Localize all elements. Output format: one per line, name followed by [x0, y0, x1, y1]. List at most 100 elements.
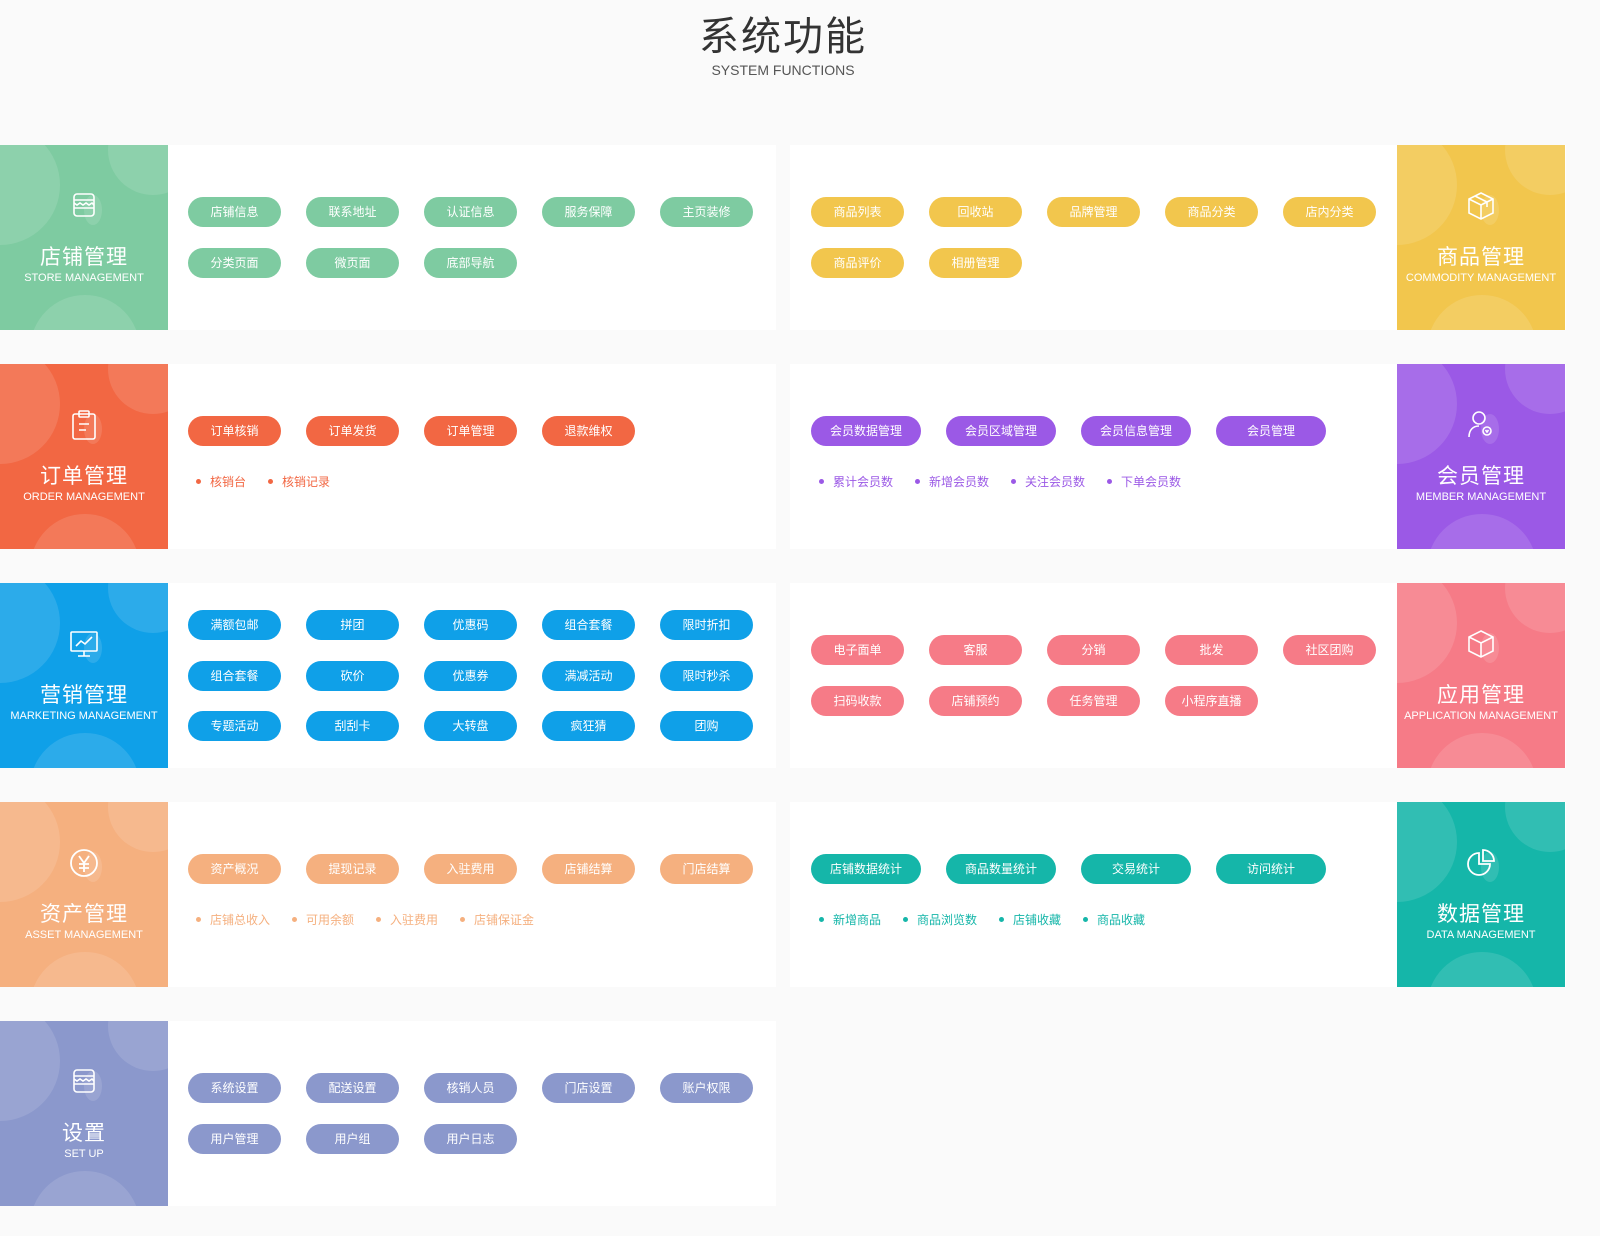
stat-link-label: 入驻费用: [390, 912, 439, 927]
section-title: 应用管理: [1437, 684, 1525, 707]
function-button[interactable]: 砍价: [306, 660, 399, 691]
function-button[interactable]: 会员数据管理: [811, 416, 921, 446]
stat-link-label: 关注会员数: [1025, 474, 1086, 489]
function-button[interactable]: 限时秒杀: [660, 660, 753, 691]
function-button[interactable]: 组合套餐: [542, 610, 635, 640]
function-button[interactable]: 访问统计: [1216, 854, 1326, 884]
function-button[interactable]: 疯狂猜: [542, 711, 635, 741]
stat-link[interactable]: 店铺收藏: [999, 912, 1061, 928]
function-button[interactable]: 微页面: [306, 247, 399, 278]
function-button[interactable]: 店铺信息: [188, 197, 281, 227]
function-button[interactable]: 配送设置: [306, 1073, 399, 1103]
stat-link[interactable]: 核销记录: [268, 474, 330, 490]
function-button[interactable]: 联系地址: [306, 197, 399, 227]
bullet-dot-icon: [903, 916, 909, 922]
function-button[interactable]: 组合套餐: [188, 660, 281, 691]
stat-link[interactable]: 累计会员数: [819, 474, 893, 490]
function-button[interactable]: 大转盘: [424, 711, 517, 741]
member-icon: [1397, 409, 1565, 441]
function-button[interactable]: 会员管理: [1216, 416, 1326, 446]
box-icon: [1397, 190, 1565, 222]
function-button[interactable]: 店铺结算: [542, 854, 635, 884]
function-button[interactable]: 用户组: [306, 1123, 399, 1154]
function-button[interactable]: 品牌管理: [1047, 197, 1140, 227]
function-button[interactable]: 小程序直播: [1165, 685, 1258, 716]
function-button[interactable]: 底部导航: [424, 247, 517, 278]
function-button[interactable]: 商品数量统计: [946, 854, 1056, 884]
function-button[interactable]: 店铺数据统计: [811, 854, 921, 884]
function-button[interactable]: 商品列表: [811, 197, 904, 227]
function-button[interactable]: 用户日志: [424, 1123, 517, 1154]
function-button[interactable]: 资产概况: [188, 854, 281, 884]
stat-link[interactable]: 商品收藏: [1083, 912, 1145, 928]
stat-link[interactable]: 关注会员数: [1011, 474, 1085, 490]
function-button[interactable]: 退款维权: [542, 416, 635, 446]
function-button[interactable]: 商品分类: [1165, 197, 1258, 227]
stat-link[interactable]: 下单会员数: [1107, 474, 1181, 490]
function-button[interactable]: 订单管理: [424, 416, 517, 446]
function-button[interactable]: 店铺预约: [929, 685, 1022, 716]
function-button[interactable]: 用户管理: [188, 1123, 281, 1154]
function-button[interactable]: 专题活动: [188, 711, 281, 741]
function-button[interactable]: 优惠码: [424, 610, 517, 640]
clipboard-icon: [0, 409, 168, 441]
function-button[interactable]: 会员区域管理: [946, 416, 1056, 446]
stat-link-label: 商品收藏: [1097, 912, 1146, 927]
function-button[interactable]: 相册管理: [929, 247, 1022, 278]
function-button[interactable]: 团购: [660, 711, 753, 741]
stat-link[interactable]: 核销台: [196, 474, 246, 490]
function-button[interactable]: 商品评价: [811, 247, 904, 278]
stat-link-label: 下单会员数: [1121, 474, 1182, 489]
function-button[interactable]: 提现记录: [306, 854, 399, 884]
stat-link-label: 新增商品: [833, 912, 882, 927]
function-button[interactable]: 主页装修: [660, 197, 753, 227]
section-title: 资产管理: [40, 903, 128, 926]
function-button[interactable]: 限时折扣: [660, 610, 753, 640]
section-title: 订单管理: [40, 465, 128, 488]
page-title: 系统功能: [699, 15, 867, 59]
stat-link[interactable]: 新增商品: [819, 912, 881, 928]
function-button[interactable]: 批发: [1165, 635, 1258, 665]
function-button[interactable]: 交易统计: [1081, 854, 1191, 884]
function-button[interactable]: 账户权限: [660, 1073, 753, 1103]
function-button[interactable]: 入驻费用: [424, 854, 517, 884]
stat-link[interactable]: 商品浏览数: [903, 912, 977, 928]
function-button[interactable]: 刮刮卡: [306, 711, 399, 741]
function-button[interactable]: 订单发货: [306, 416, 399, 446]
section-subtitle: MEMBER MANAGEMENT: [1415, 491, 1547, 503]
function-button[interactable]: 拼团: [306, 610, 399, 640]
stat-link[interactable]: 店铺保证金: [460, 912, 534, 928]
function-button[interactable]: 门店设置: [542, 1073, 635, 1103]
function-button[interactable]: 社区团购: [1283, 635, 1376, 665]
function-button[interactable]: 核销人员: [424, 1073, 517, 1103]
function-button[interactable]: 优惠券: [424, 660, 517, 691]
function-button[interactable]: 任务管理: [1047, 685, 1140, 716]
section-title: 会员管理: [1437, 465, 1525, 488]
function-button[interactable]: 系统设置: [188, 1073, 281, 1103]
function-button[interactable]: 会员信息管理: [1081, 416, 1191, 446]
stat-link[interactable]: 店铺总收入: [196, 912, 270, 928]
cube-icon: [1397, 628, 1565, 660]
stat-link[interactable]: 可用余额: [292, 912, 354, 928]
function-button[interactable]: 门店结算: [660, 854, 753, 884]
function-button[interactable]: 客服: [929, 635, 1022, 665]
function-button[interactable]: 满减活动: [542, 660, 635, 691]
function-button[interactable]: 满额包邮: [188, 610, 281, 640]
bullet-dot-icon: [819, 478, 824, 484]
function-button[interactable]: 店内分类: [1283, 197, 1376, 227]
function-button[interactable]: 服务保障: [542, 197, 635, 227]
function-button[interactable]: 电子面单: [811, 635, 904, 665]
function-button[interactable]: 扫码收款: [811, 685, 904, 716]
function-button[interactable]: 认证信息: [424, 197, 517, 227]
function-button[interactable]: 订单核销: [188, 416, 281, 446]
function-button[interactable]: 回收站: [929, 197, 1022, 227]
stat-link[interactable]: 入驻费用: [376, 912, 438, 928]
function-button[interactable]: 分类页面: [188, 247, 281, 278]
stat-link[interactable]: 新增会员数: [915, 474, 989, 490]
function-button[interactable]: 分销: [1047, 635, 1140, 665]
